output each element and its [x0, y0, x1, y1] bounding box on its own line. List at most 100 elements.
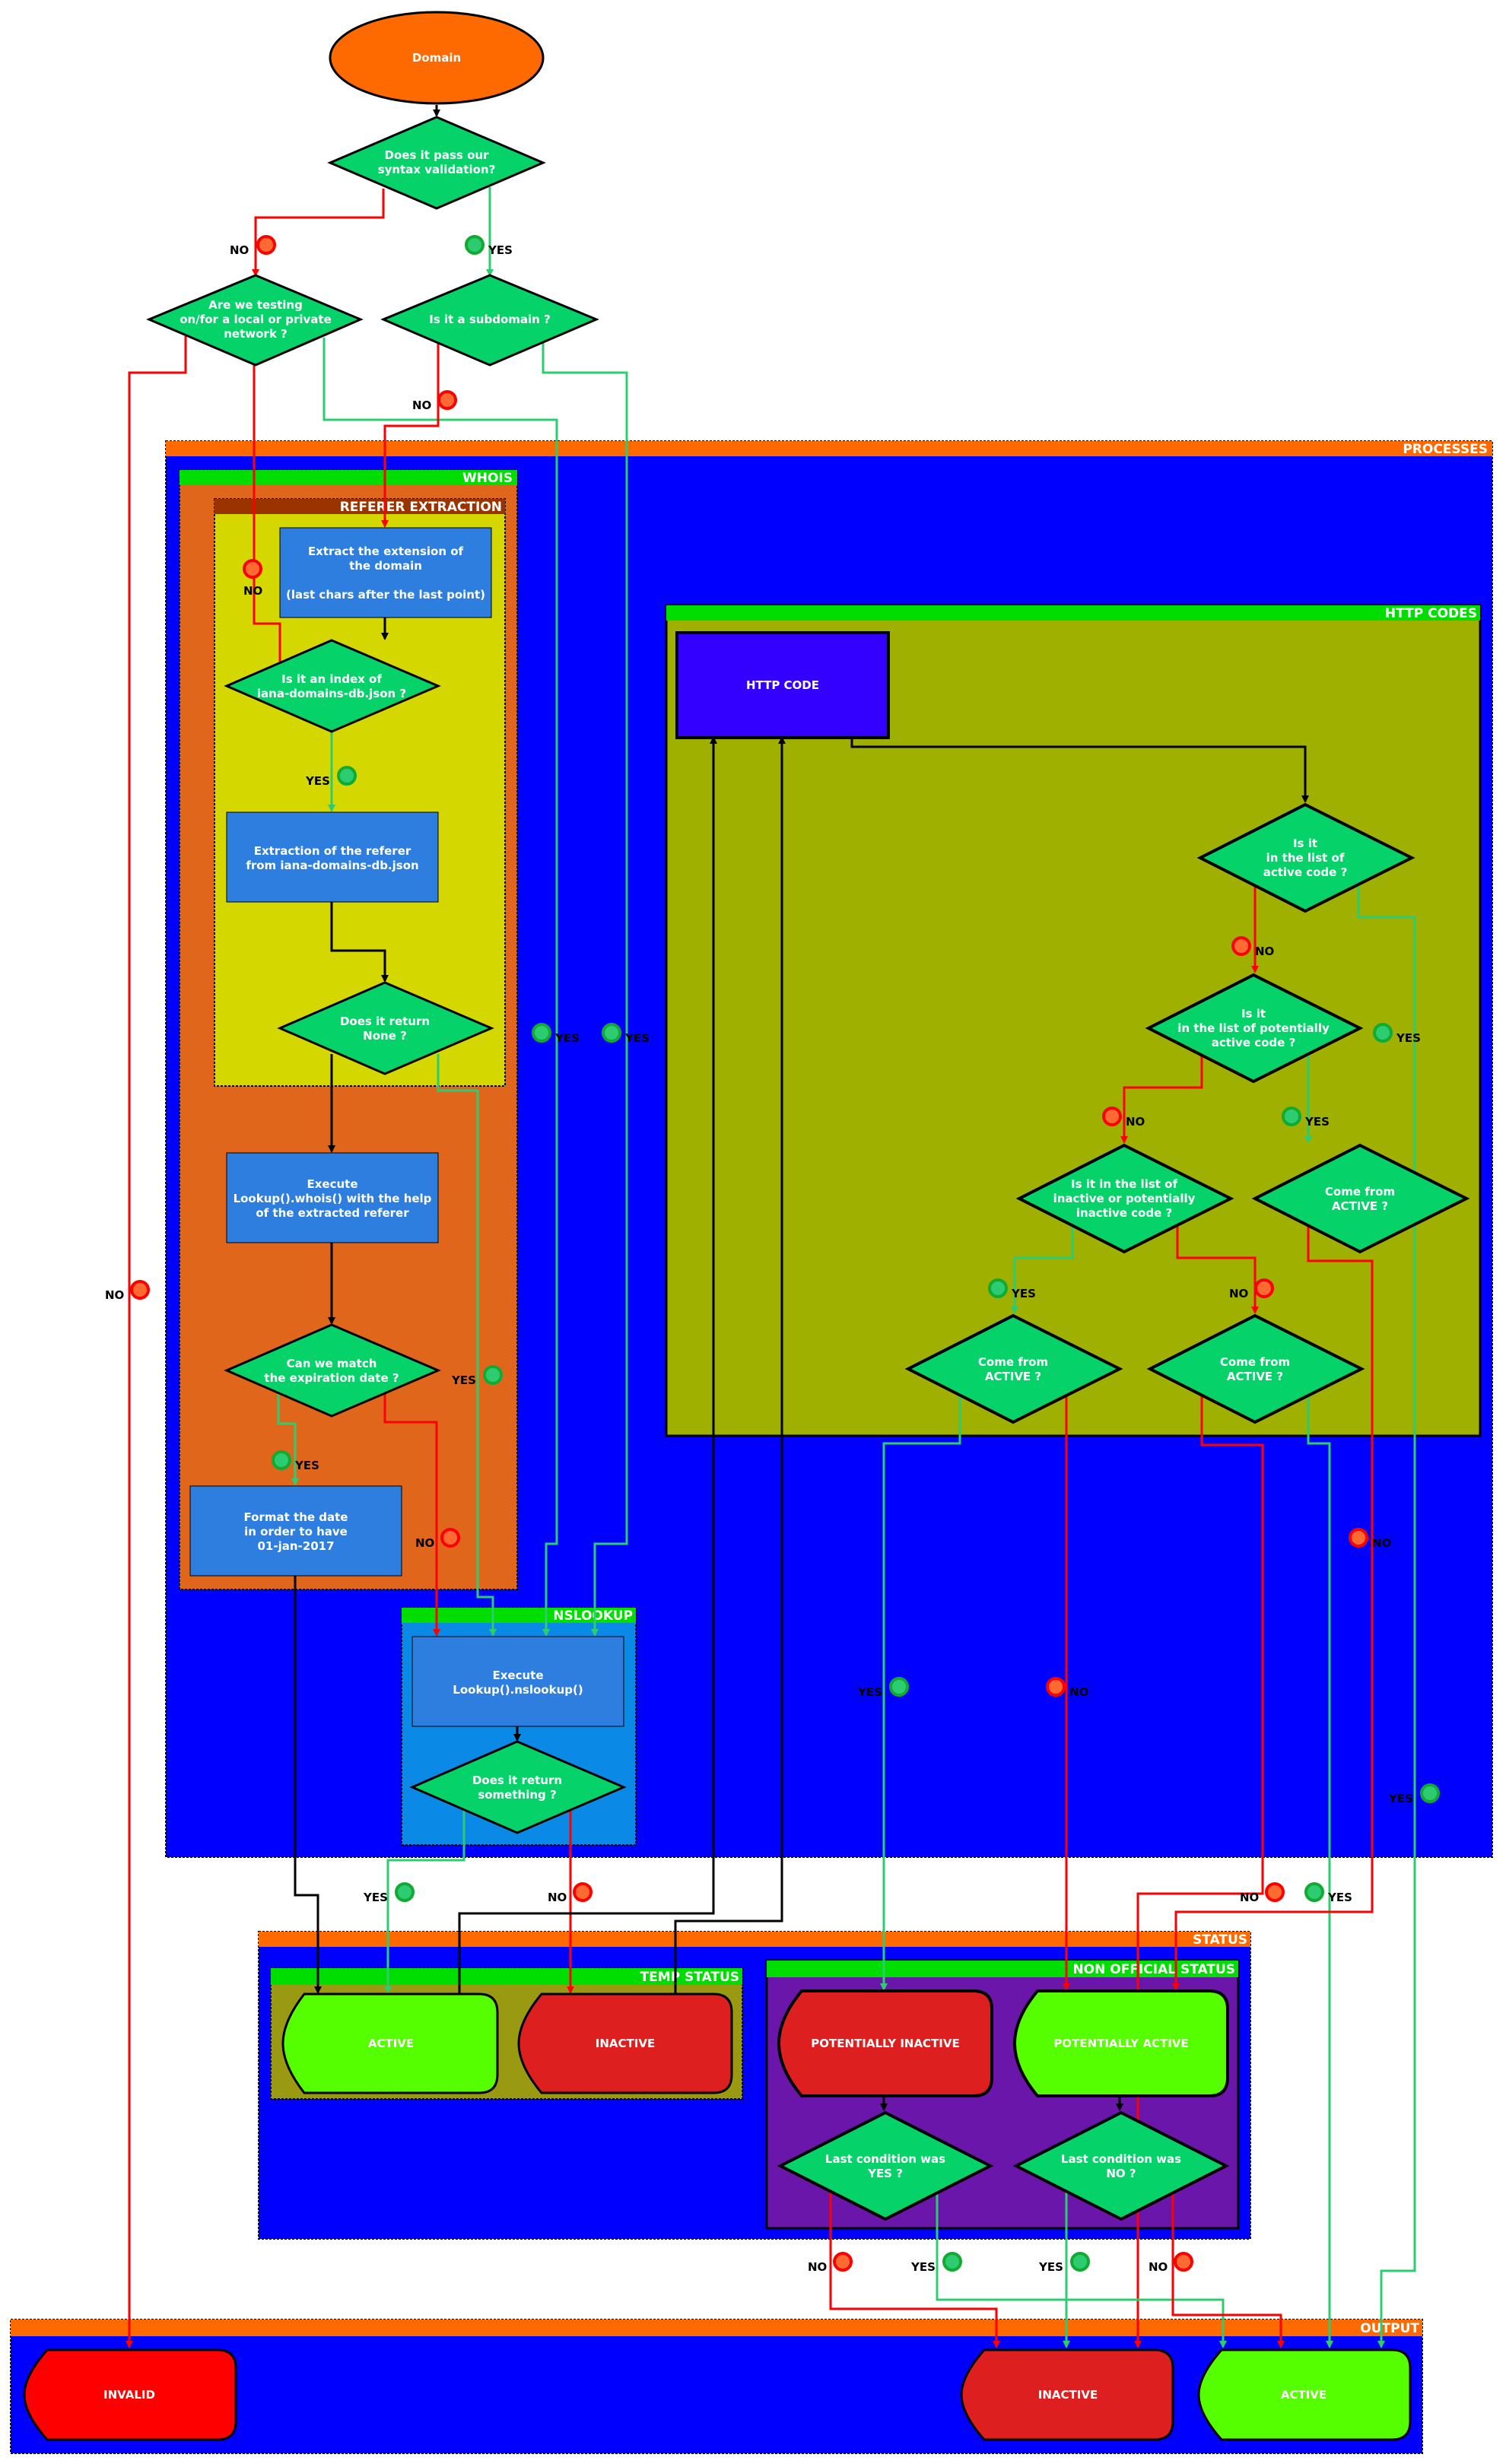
output-invalid-status — [23, 2348, 237, 2441]
match-expiration-decision — [224, 1323, 441, 1418]
yes-marker — [1420, 1783, 1440, 1803]
temp-inactive-label: INACTIVE — [596, 2037, 655, 2050]
edge-match-no — [383, 1387, 440, 1637]
edge-none-yes — [437, 1054, 497, 1637]
edge-label-cfa-right-no: NO — [1372, 1536, 1391, 1550]
yes-marker — [988, 1278, 1008, 1298]
edge-label-inactivecode-yes: YES — [1011, 1287, 1036, 1300]
nslookup-header — [402, 1608, 636, 1623]
extract-referer-process — [226, 811, 439, 903]
no-marker — [1046, 1677, 1066, 1697]
come-from-active-right-decision — [1251, 1143, 1470, 1254]
active-code-decision — [1196, 802, 1415, 913]
edge-label-activecode-yes: YES — [1396, 1031, 1421, 1045]
no-marker — [1254, 1278, 1274, 1298]
start-label: Domain — [412, 51, 461, 65]
edge-lastyes-no — [829, 2184, 1000, 2348]
start-node — [329, 11, 545, 105]
edge-inactive-http — [674, 736, 786, 1996]
no-marker — [1174, 2252, 1193, 2272]
yes-marker — [532, 1023, 551, 1043]
come-from-active-left-decision — [904, 1313, 1123, 1424]
edge-label-activecode-no: NO — [1255, 945, 1274, 958]
edge-cfa-right-no — [1172, 1224, 1374, 1991]
yes-marker — [337, 766, 357, 786]
yes-marker — [1070, 2252, 1090, 2272]
yes-marker — [465, 235, 485, 255]
yes-marker — [1282, 1107, 1301, 1126]
yes-marker — [483, 1365, 503, 1385]
edge-label-potactive-no: NO — [1126, 1115, 1145, 1129]
output-title: OUTPUT — [1360, 2321, 1419, 2336]
edge-label-cfa-mid-yes: YES — [1327, 1891, 1352, 1904]
edge-lastno-no — [1171, 2184, 1285, 2348]
yes-marker — [942, 2252, 962, 2272]
output-active-status — [1197, 2348, 1412, 2441]
edge-label-lastno-yes: YES — [1038, 2260, 1063, 2274]
no-marker — [1231, 936, 1251, 956]
potentially-active-code-decision — [1145, 973, 1364, 1084]
edge-label-match-no: NO — [415, 1536, 434, 1550]
no-marker — [1102, 1107, 1122, 1126]
edge-label-cfa-mid-no: NO — [1240, 1891, 1259, 1904]
non-official-status-title: NON OFFICIAL STATUS — [1072, 1962, 1235, 1977]
edge-label-inactivecode-no: NO — [1229, 1287, 1248, 1300]
temp-active-label: ACTIVE — [368, 2037, 414, 2050]
yes-marker — [272, 1450, 291, 1470]
edge-label-subdomain-no: NO — [412, 398, 431, 412]
output-header — [11, 2320, 1422, 2336]
edge-cfa-left-yes — [880, 1395, 961, 1991]
last-condition-no-decision — [1012, 2110, 1230, 2221]
status-header — [259, 1932, 1250, 1947]
potentially-active-status — [1012, 1989, 1229, 2097]
yes-marker — [395, 1882, 415, 1902]
edge-subdomain-no — [381, 342, 440, 528]
http-code-box — [675, 631, 890, 739]
execute-whois-process — [226, 1152, 439, 1243]
output-inactive-status — [960, 2348, 1174, 2441]
no-marker — [440, 1528, 460, 1548]
edge-label-cfa-right-yes: YES — [1388, 1792, 1413, 1805]
edge-local-yes — [322, 338, 558, 1637]
no-marker — [1265, 1882, 1285, 1902]
edge-label-iana-yes: YES — [305, 774, 330, 788]
nslookup-title: NSLOOKUP — [553, 1608, 633, 1624]
processes-header — [166, 441, 1492, 456]
potentially-inactive-status — [777, 1989, 993, 2097]
subdomain-decision — [380, 274, 599, 367]
http-codes-title: HTTP CODES — [1385, 606, 1477, 621]
edge-label-lastyes-no: NO — [808, 2260, 827, 2274]
output-inactive-label: INACTIVE — [1038, 2388, 1098, 2402]
no-marker — [130, 1280, 150, 1300]
referer-extraction-title: REFERER EXTRACTION — [340, 500, 502, 515]
edge-label-return-yes: YES — [363, 1891, 388, 1904]
yes-marker — [602, 1023, 621, 1043]
edge-subdomain-yes — [542, 341, 628, 1637]
edge-return-yes — [384, 1807, 465, 1994]
edge-label-syntax-yes: YES — [488, 243, 513, 257]
whois-title: WHOIS — [462, 471, 513, 486]
edge-match-yes — [277, 1386, 299, 1486]
http-code-label: HTTP CODE — [746, 678, 819, 692]
edge-syntax-no — [252, 189, 385, 277]
no-marker — [243, 559, 262, 579]
no-marker — [256, 235, 276, 255]
edge-label-lastyes-yes: YES — [910, 2260, 936, 2274]
edge-active-http — [458, 736, 717, 1996]
temp-inactive-status — [517, 1992, 733, 2094]
edge-lastyes-yes — [936, 2184, 1227, 2348]
edge-potactive-no — [1120, 1054, 1203, 1144]
